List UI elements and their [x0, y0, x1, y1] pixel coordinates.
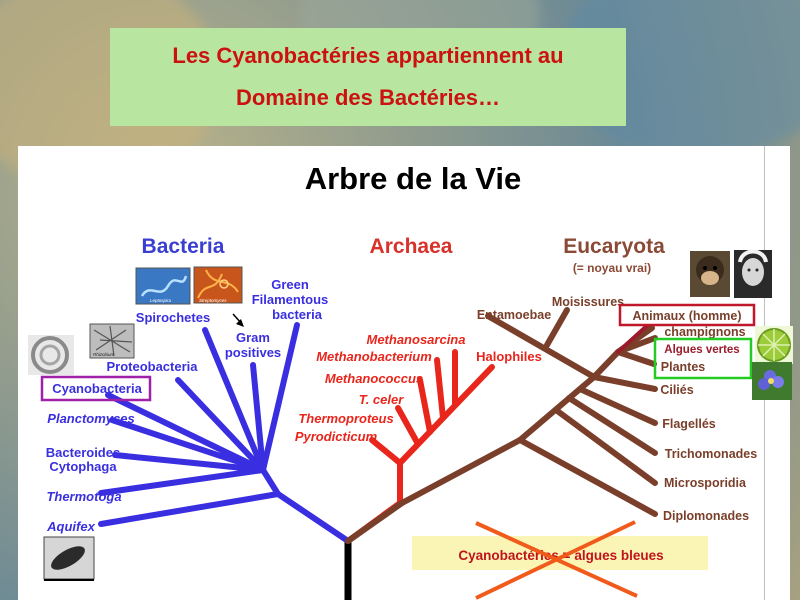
domain-heading-bacteria: Bacteria	[142, 235, 225, 258]
label-cyanobacteria: Cyanobacteria	[52, 381, 142, 396]
label-flagelles: Flagellés	[662, 417, 716, 431]
label-bacteroides: Bacteroides	[46, 445, 120, 460]
green-algae-thumbnail	[755, 326, 793, 364]
label-algues-vertes: Algues vertes	[664, 344, 739, 356]
spiral-bacteria-thumbnail	[28, 335, 74, 375]
label-halophiles: Halophiles	[476, 349, 542, 364]
label-cilies: Ciliés	[660, 383, 693, 397]
label-champignons: champignons	[664, 325, 745, 339]
label-gram-2: positives	[225, 345, 281, 360]
algues-highlight-box	[653, 337, 753, 380]
caption-streptomyces: Streptomyces	[199, 298, 227, 303]
gram-arrow-head	[236, 319, 244, 327]
label-trichomonades: Trichomonades	[665, 447, 757, 461]
slide-title-box: Les Cyanobactéries appartiennent au Doma…	[110, 28, 626, 126]
cross-line-2	[475, 520, 636, 600]
human-portrait-thumbnail	[734, 249, 772, 298]
label-plantes: Plantes	[661, 360, 706, 374]
label-microsporidia: Microsporidia	[664, 476, 747, 490]
label-methanobacterium: Methanobacterium	[316, 349, 432, 364]
domain-heading-archaea: Archaea	[370, 235, 453, 258]
animaux-highlight-box	[618, 303, 756, 327]
label-thermotoga: Thermotoga	[46, 489, 121, 504]
label-proteobacteria: Proteobacteria	[106, 359, 198, 374]
label-spirochetes: Spirochetes	[136, 310, 210, 325]
cyanobacteria-note-box	[412, 536, 708, 570]
cyanobacteria-highlight-box	[40, 375, 152, 402]
label-diplomonades: Diplomonades	[663, 509, 749, 523]
label-gram-1: Gram	[236, 330, 270, 345]
caption-rhizobium: Rhizobium	[93, 352, 115, 357]
slide-title-line-1: Les Cyanobactéries appartiennent au	[172, 43, 564, 68]
tree-heading: Arbre de la Vie	[305, 161, 522, 196]
label-thermoproteus: Thermoproteus	[298, 411, 393, 426]
animaux-branch	[616, 321, 652, 354]
label-methanococcus: Methanococcus	[325, 371, 423, 386]
tree-panel	[18, 146, 790, 600]
slide-title-line-2: Domaine des Bactéries…	[235, 85, 501, 110]
label-green-filamentous-1: Green	[271, 277, 309, 292]
streptomyces-thumbnail: Streptomyces	[193, 266, 243, 304]
rhizobium-thumbnail: Rhizobium	[89, 323, 135, 359]
label-animaux: Animaux (homme)	[632, 309, 741, 323]
leptospira-thumbnail: Leptospira	[135, 267, 191, 305]
label-moisissures: Moisissures	[552, 295, 624, 309]
chimpanzee-thumbnail	[690, 251, 730, 297]
label-green-filamentous-2: Filamentous	[252, 292, 329, 307]
label-methanosarcina: Methanosarcina	[367, 332, 466, 347]
label-aquifex: Aquifex	[46, 519, 95, 534]
caption-leptospira: Leptospira	[150, 298, 172, 303]
label-green-filamentous-3: bacteria	[272, 307, 323, 322]
label-pyrodicticum: Pyrodicticum	[295, 429, 378, 444]
domain-heading-eucaryota: Eucaryota	[563, 235, 665, 258]
plant-flower-thumbnail	[752, 362, 792, 400]
label-t-celer: T. celer	[359, 392, 405, 407]
aquifex-thumbnail	[43, 536, 95, 581]
label-cytophaga: Cytophaga	[49, 459, 117, 474]
bacteria-branches	[98, 322, 351, 544]
eucaryota-note: (= noyau vrai)	[573, 261, 651, 275]
label-entamoebae: Entamoebae	[477, 308, 551, 322]
label-planctomyces: Planctomyces	[47, 411, 134, 426]
